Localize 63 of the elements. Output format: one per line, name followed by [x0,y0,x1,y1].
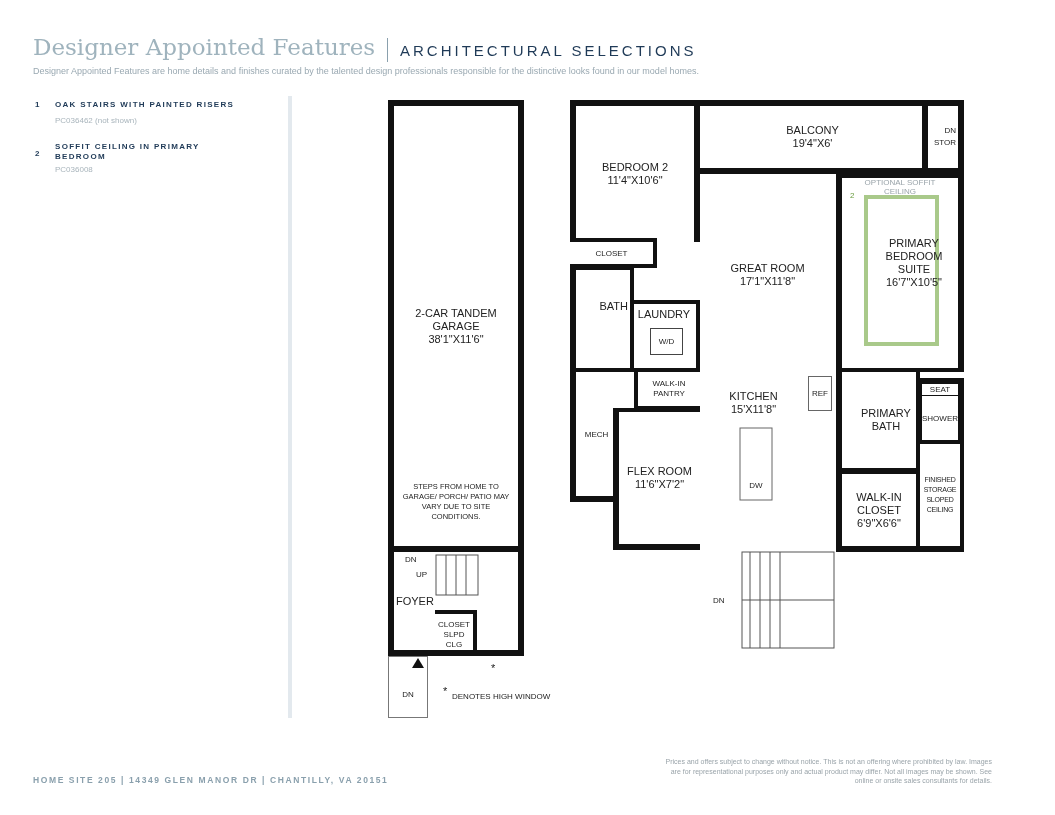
appliance-label: REF [812,388,828,400]
room-name: PRIMARY BATH [860,407,912,433]
room [836,172,964,372]
stair-direction-label: DN [944,125,956,137]
room-dimensions: 19'4"X6' [792,137,833,150]
room-name: FLEX ROOM [627,465,692,478]
callout-number: 2 [850,191,855,200]
room-name: WALK-IN CLOSET [855,490,903,517]
room [808,376,832,411]
room-dimensions: 11'6"X7'2" [634,478,685,491]
room [613,408,700,550]
room-name: BALCONY [786,124,839,137]
room-dimensions: 11'4"X10'6" [607,174,663,187]
stair-direction-label: DN [402,689,414,701]
option-code: PC036462 (not shown) [55,116,137,125]
stair-direction-label: UP [416,570,428,579]
room-name: BATH [599,300,628,313]
room [836,470,920,552]
room-name: CLOSET SLPD CLG [437,620,471,650]
feature-name: SOFFIT CEILING IN PRIMARY BEDROOM [55,142,201,162]
room [388,656,428,718]
footer-address: HOME SITE 205 | 14349 GLEN MANOR DR | CHANTILLY, VA 20151 [33,775,389,785]
section-heading: ARCHITECTURAL SELECTIONS [400,42,697,59]
intro-text: Designer Appointed Features are home details and finishes curated by the talented design professionals responsible for the distinctive looks found in our model homes. [33,66,699,76]
room-name: 2-CAR TANDEM GARAGE [414,306,498,333]
feature-name: OAK STAIRS WITH PAINTED RISERS [55,100,235,109]
room [922,100,964,174]
item-number: 1 [35,100,40,109]
room-name: GREAT ROOM [730,262,805,275]
appliance-label: DW [749,479,763,492]
page-title: Designer Appointed Features [33,34,376,60]
room [918,396,964,444]
room [570,238,657,268]
item-number: 2 [35,149,40,158]
room-name: PRIMARY BEDROOM SUITE [884,237,944,276]
asterisk: * [491,662,496,674]
room [918,444,964,552]
room [650,328,683,355]
stair-direction-label: DN [713,596,725,605]
room-dimensions: 17'1"X11'8" [739,275,796,288]
appliance-label: W/D [658,336,675,348]
room-name: CLOSET [595,247,628,260]
room-dimensions: 15'X11'8" [730,403,777,416]
room-dimensions: 16'7"X10'5" [885,276,943,289]
room-name: MECH [584,428,609,441]
room-dimensions: 38'1"X11'6" [428,332,484,346]
room-name: STOR [933,137,956,149]
asterisk: * [443,685,448,697]
room [570,266,634,372]
room-name: FOYER [396,595,434,608]
room-name: BEDROOM 2 [602,161,668,174]
room-name: SEAT [929,384,951,396]
room [388,100,524,552]
room-name: LAUNDRY [637,308,691,321]
room-name: KITCHEN [729,390,778,403]
room-name: WALK-IN PANTRY [651,379,687,399]
note-text: OPTIONAL SOFFIT CEILING [863,178,937,196]
room [918,378,964,396]
room-dimensions: 6'9"X6'6" [857,516,901,530]
room-name: SHOWER [922,412,958,425]
note-text: DENOTES HIGH WINDOW [452,692,551,701]
option-code: PC036008 [55,165,93,174]
room [570,100,700,242]
